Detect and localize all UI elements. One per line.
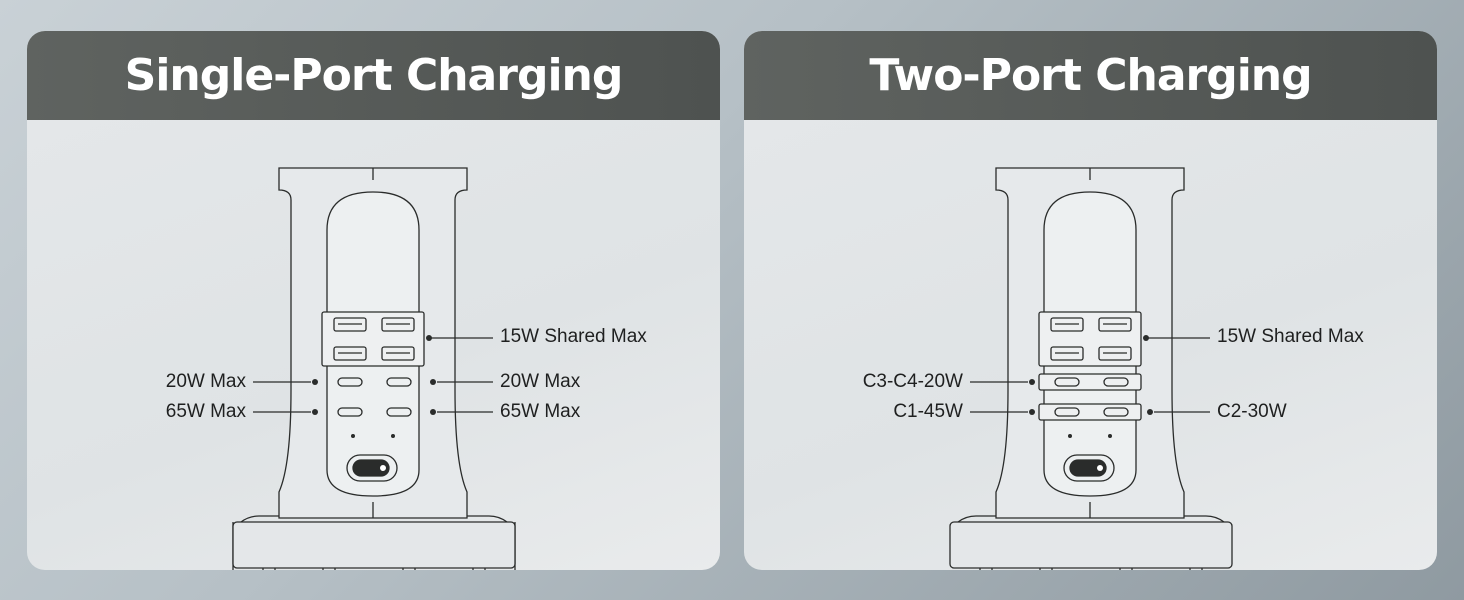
charging-tower-diagram: 15W Shared Max C3-C4-20W C1-45W C2-30W [744,120,1437,570]
usb-a-shared-label: 15W Shared Max [500,326,647,347]
two-port-panel: Two-Port Charging [744,31,1437,570]
usb-c-row2-right-label: 65W Max [500,401,581,422]
usb-c-row1-right-label: 20W Max [500,371,581,392]
usb-c-row1-left-label: C3-C4-20W [862,371,963,392]
charging-tower-illustration [949,167,1233,570]
panel-title: Single-Port Charging [124,50,624,101]
panel-header: Single-Port Charging [27,31,720,120]
charging-tower-diagram: 15W Shared Max 20W Max 20W Max 65W Max 6… [27,120,720,570]
panel-header: Two-Port Charging [744,31,1437,120]
usb-c-row2-right-label: C2-30W [1217,401,1287,422]
usb-c-row2-left-label: C1-45W [893,401,963,422]
charging-tower-illustration [232,167,516,570]
panel-title: Two-Port Charging [869,50,1312,101]
single-port-panel: Single-Port Charging [27,31,720,570]
usb-a-shared-label: 15W Shared Max [1217,326,1364,347]
usb-c-row2-left-label: 65W Max [165,401,246,422]
usb-c-row1-left-label: 20W Max [165,371,246,392]
